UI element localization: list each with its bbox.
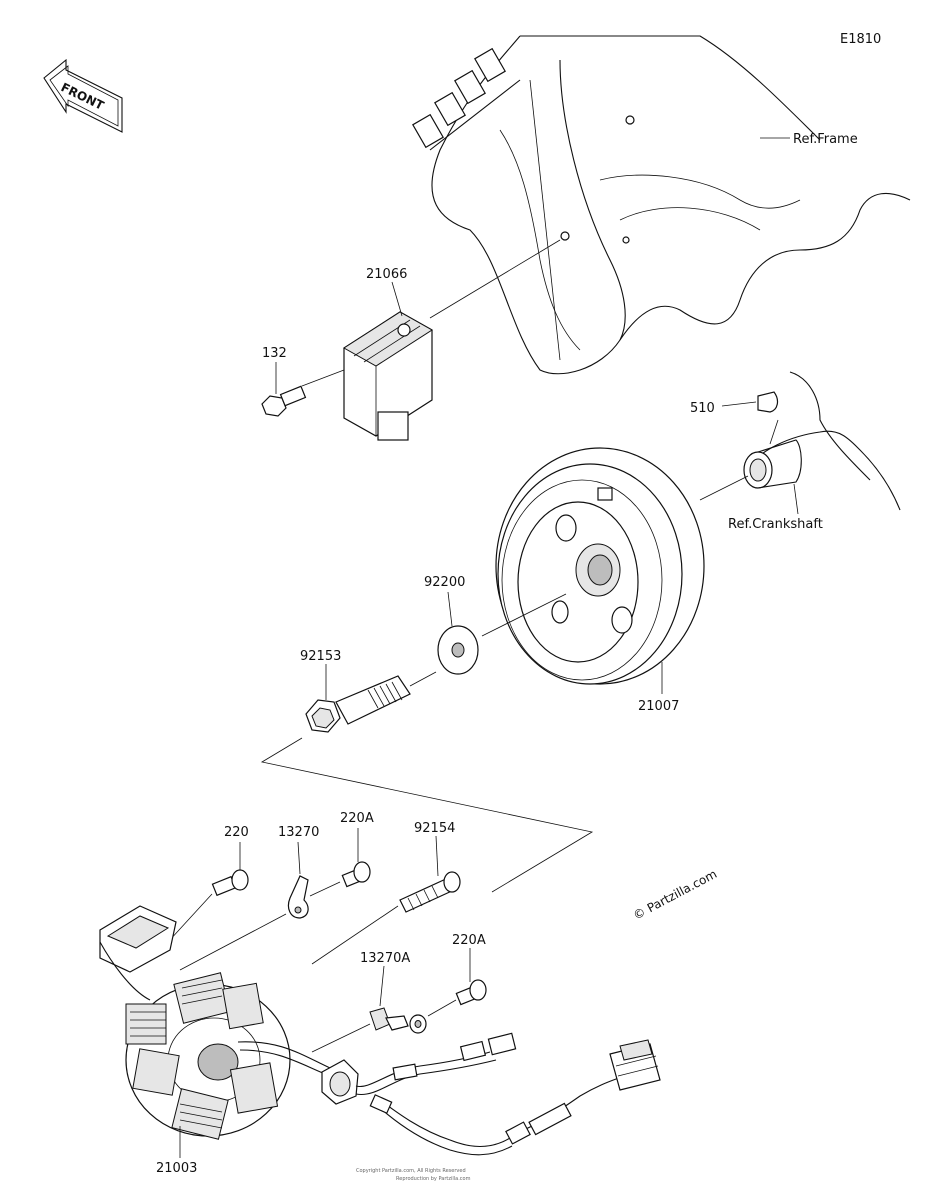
part-label-21007: 21007	[638, 699, 679, 714]
bolt-132	[261, 385, 307, 417]
clamp-13270A	[369, 1007, 427, 1034]
ref-frame-label: Ref.Frame	[793, 132, 858, 147]
clamp-13270	[287, 875, 309, 919]
stator-coil	[99, 905, 331, 1140]
diagram-code: E1810	[840, 32, 881, 47]
part-label-220A-lower: 220A	[452, 933, 486, 948]
woodruff-key-510	[757, 391, 779, 413]
flywheel-bolt-92153	[305, 675, 411, 733]
regulator-rectifier	[343, 311, 433, 441]
part-label-220A-upper: 220A	[340, 811, 374, 826]
part-label-132: 132	[262, 346, 287, 361]
part-label-21066: 21066	[366, 267, 407, 282]
part-label-13270: 13270	[278, 825, 319, 840]
washer-92200	[437, 625, 479, 675]
frame-drawing	[412, 35, 911, 375]
part-label-92154: 92154	[414, 821, 455, 836]
front-direction-arrow: FRONT	[43, 58, 123, 133]
crankshaft-drawing	[743, 371, 901, 511]
part-label-21003: 21003	[156, 1161, 197, 1176]
screw-220A-lower	[455, 979, 487, 1006]
bolt-92154	[399, 871, 461, 913]
part-label-13270A: 13270A	[360, 951, 410, 966]
ref-crankshaft-label: Ref.Crankshaft	[728, 517, 823, 532]
footer-line-2: Reproduction by Partzilla.com	[396, 1176, 471, 1182]
part-label-92153: 92153	[300, 649, 341, 664]
part-label-92200: 92200	[424, 575, 465, 590]
watermark: © Partzilla.com	[631, 867, 719, 923]
part-label-220: 220	[224, 825, 249, 840]
footer-line-1: Copyright Partzilla.com, All Rights Rese…	[356, 1168, 466, 1174]
flywheel-rotor	[495, 447, 705, 685]
screw-220	[211, 869, 249, 897]
wire-harness	[321, 1032, 661, 1156]
part-label-510: 510	[690, 401, 715, 416]
screw-220A-upper	[341, 861, 371, 888]
frame-connector-tabs	[412, 47, 521, 151]
